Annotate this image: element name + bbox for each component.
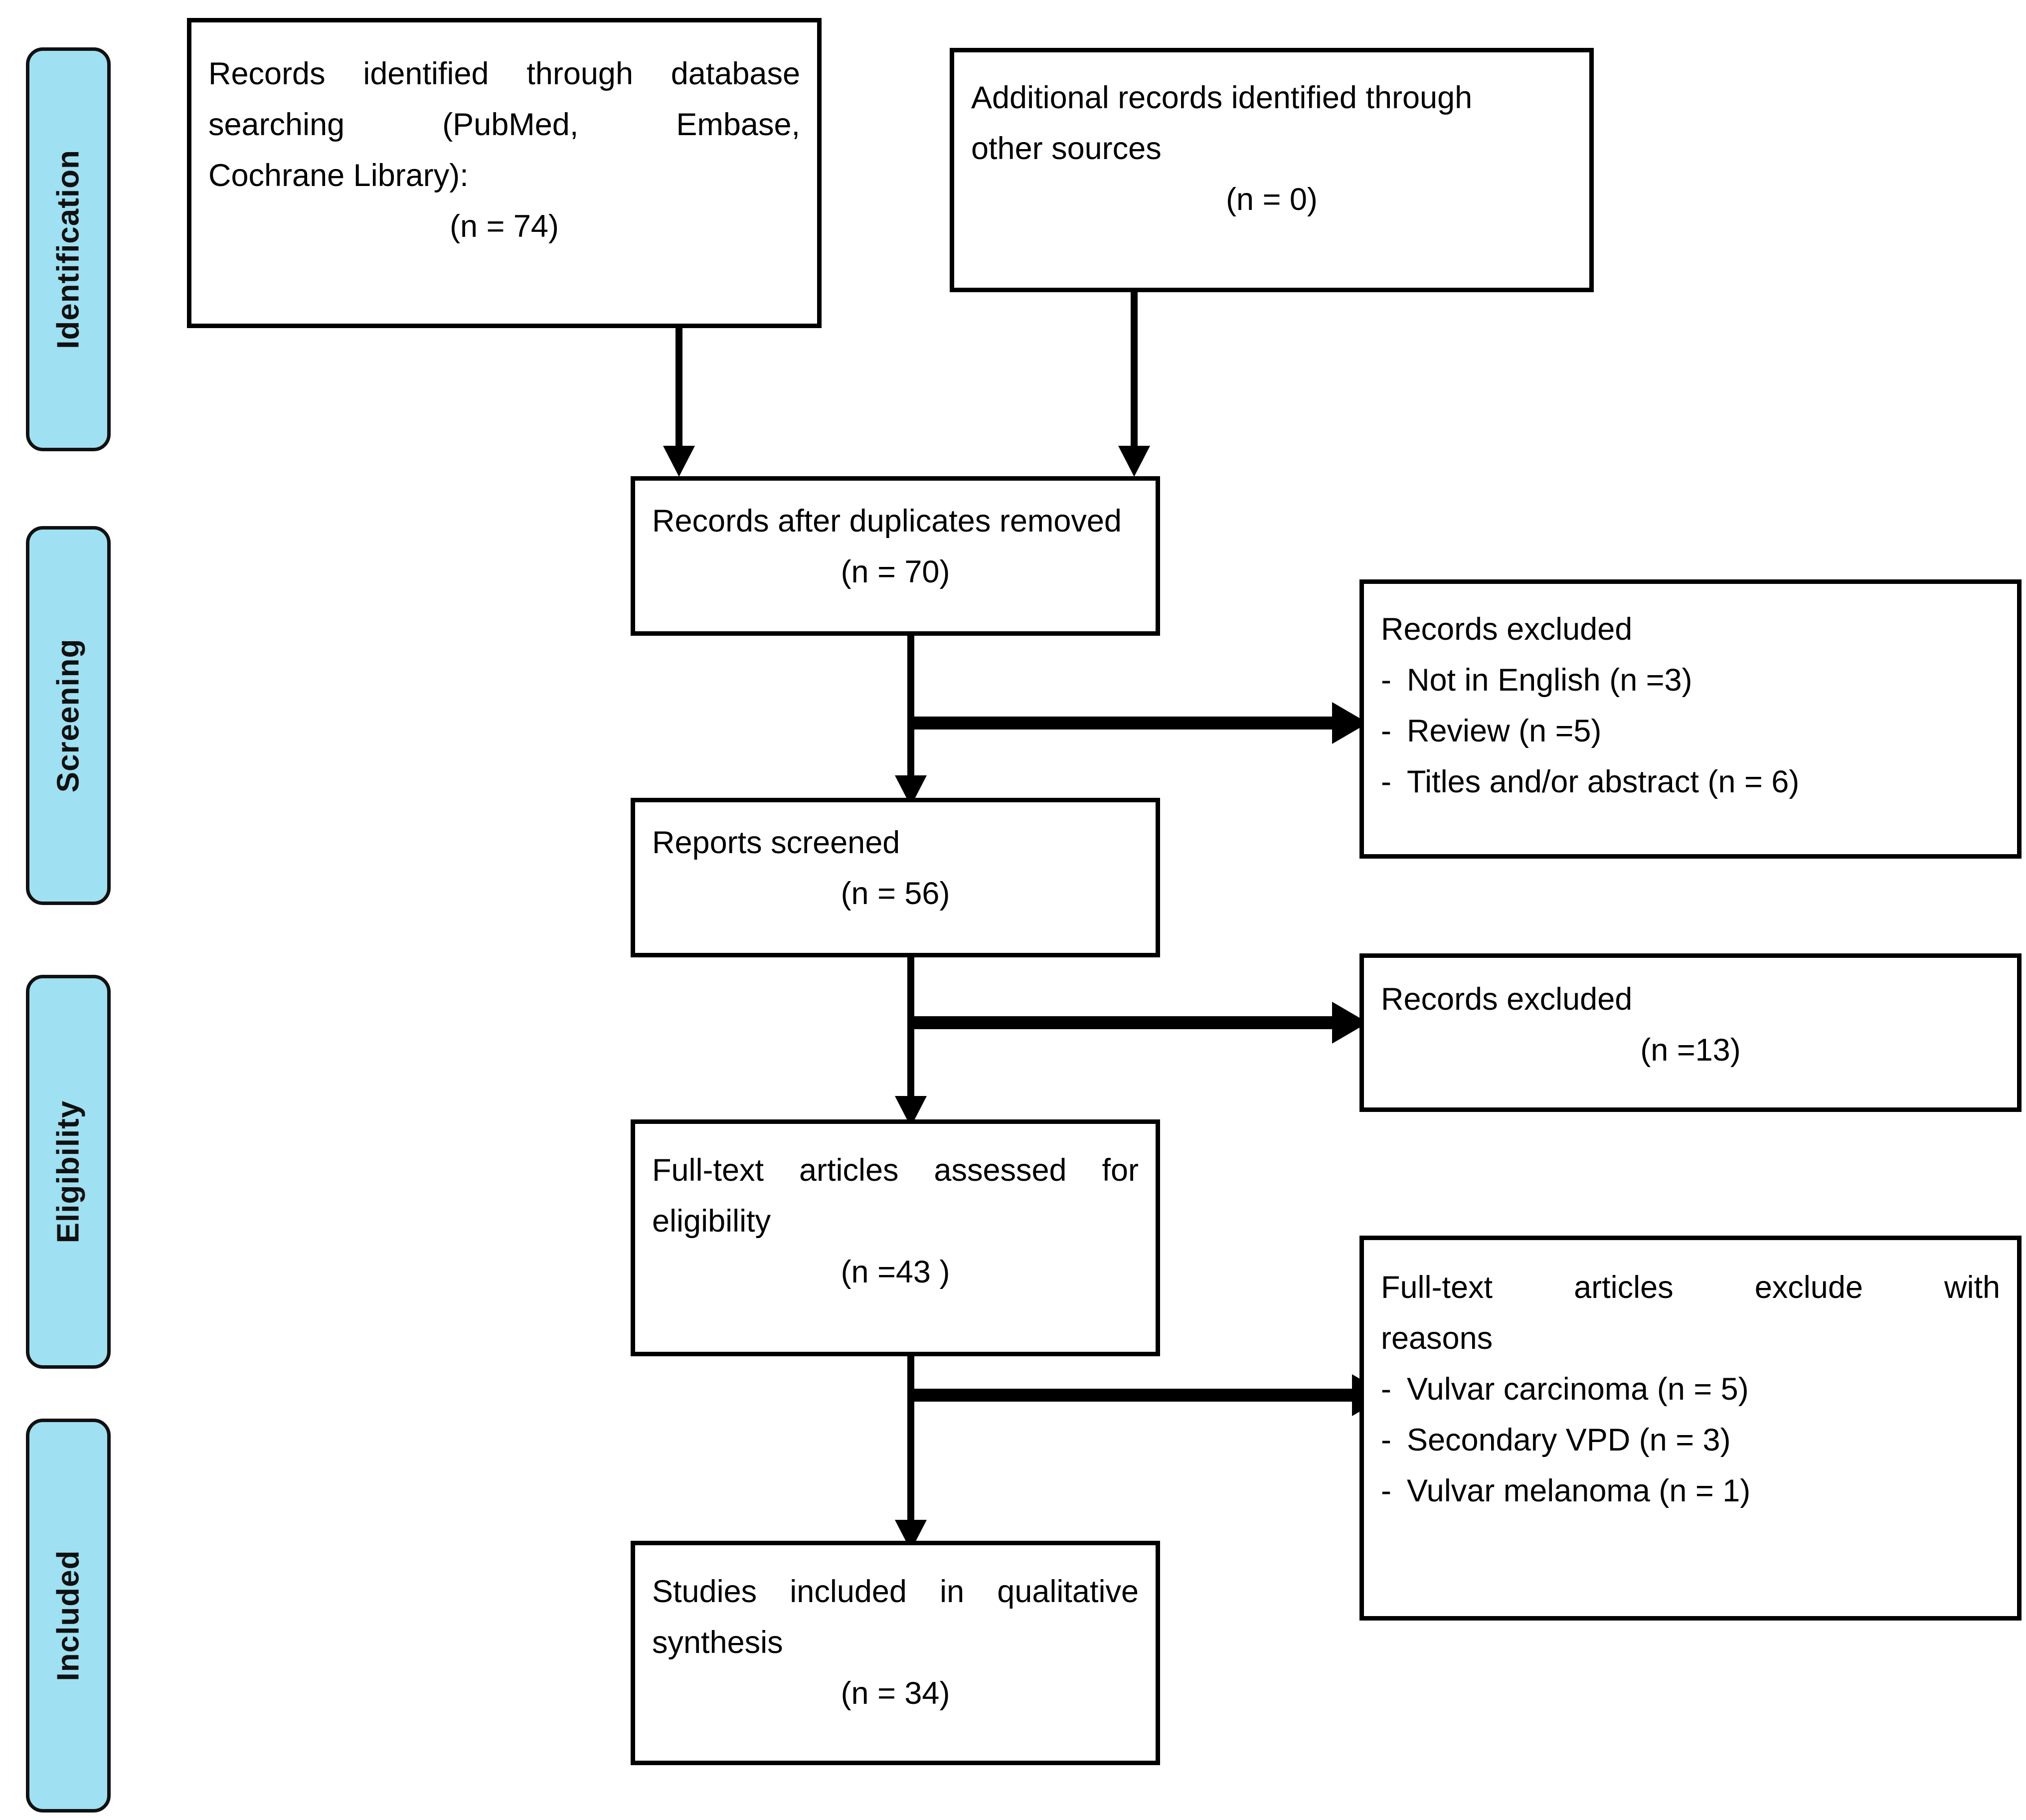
connector-duplicates-to-excluded bbox=[907, 717, 1336, 729]
fulltext-excluded-item-1: - Vulvar carcinoma (n = 5) bbox=[1381, 1364, 2000, 1415]
duplicates-removed-count: (n = 70) bbox=[841, 554, 950, 590]
bullet-dash-icon: - bbox=[1381, 663, 1391, 698]
database-records-line-2: searching (PubMed, Embase, bbox=[208, 107, 800, 143]
connector-reports-to-fulltext bbox=[907, 957, 914, 1117]
bullet-dash-icon: - bbox=[1381, 1473, 1391, 1509]
fulltext-excluded-line-1: Full-text articles exclude with bbox=[1381, 1270, 2000, 1305]
duplicates-removed-line-1: Records after duplicates removed bbox=[652, 504, 1122, 539]
stage-tab-eligibility-label: Eligibility bbox=[51, 1100, 86, 1244]
records-excluded-eligibility-title: Records excluded bbox=[1381, 982, 1633, 1017]
fulltext-assessed-line-2: eligibility bbox=[652, 1204, 771, 1239]
fulltext-excluded-line-2: reasons bbox=[1381, 1321, 1493, 1356]
connector-database-to-duplicates bbox=[675, 328, 682, 448]
reports-screened-count: (n = 56) bbox=[841, 876, 950, 911]
connector-fulltext-to-included bbox=[907, 1356, 914, 1541]
records-excluded-screening-item-3: - Titles and/or abstract (n = 6) bbox=[1381, 756, 2000, 807]
fulltext-assessed-count: (n =43 ) bbox=[841, 1255, 950, 1290]
bullet-dash-icon: - bbox=[1381, 764, 1391, 800]
other-records-line-2: other sources bbox=[971, 131, 1162, 167]
reports-screened-line-1: Reports screened bbox=[652, 825, 900, 860]
studies-included-line-2: synthesis bbox=[652, 1625, 783, 1660]
box-fulltext-assessed: Full-text articles assessed for eligibil… bbox=[631, 1119, 1160, 1356]
other-records-line-1: Additional records identified through bbox=[971, 80, 1473, 115]
box-reports-screened: Reports screened (n = 56) bbox=[631, 798, 1160, 957]
box-other-records: Additional records identified through ot… bbox=[950, 48, 1594, 292]
records-excluded-screening-item-2: - Review (n =5) bbox=[1381, 706, 2000, 756]
fulltext-excluded-item-1-label: Vulvar carcinoma (n = 5) bbox=[1407, 1372, 1749, 1407]
box-duplicates-removed: Records after duplicates removed (n = 70… bbox=[631, 476, 1160, 636]
stage-tab-included-label: Included bbox=[51, 1550, 86, 1681]
fulltext-excluded-item-3: - Vulvar melanoma (n = 1) bbox=[1381, 1465, 2000, 1516]
database-records-count: (n = 74) bbox=[450, 209, 559, 244]
stage-tab-screening: Screening bbox=[26, 526, 111, 905]
bullet-dash-icon: - bbox=[1381, 714, 1391, 749]
stage-tab-eligibility: Eligibility bbox=[26, 975, 111, 1369]
connector-other-to-duplicates bbox=[1131, 292, 1138, 448]
records-excluded-screening-item-1-label: Not in English (n =3) bbox=[1407, 663, 1692, 698]
fulltext-excluded-item-2: - Secondary VPD (n = 3) bbox=[1381, 1415, 2000, 1465]
box-records-excluded-screening: Records excluded - Not in English (n =3)… bbox=[1359, 579, 2022, 859]
studies-included-count: (n = 34) bbox=[841, 1676, 950, 1711]
fulltext-excluded-item-2-label: Secondary VPD (n = 3) bbox=[1407, 1423, 1731, 1458]
records-excluded-screening-item-3-label: Titles and/or abstract (n = 6) bbox=[1407, 764, 1800, 800]
connector-reports-to-excluded bbox=[907, 1016, 1336, 1029]
box-fulltext-excluded: Full-text articles exclude with reasons … bbox=[1359, 1236, 2022, 1621]
stage-tab-screening-label: Screening bbox=[51, 638, 86, 793]
connector-fulltext-to-excluded bbox=[907, 1389, 1356, 1402]
arrow-database-to-duplicates bbox=[663, 446, 695, 477]
bullet-dash-icon: - bbox=[1381, 1423, 1391, 1458]
stage-tab-identification: Identification bbox=[26, 47, 111, 451]
stage-tab-included: Included bbox=[26, 1419, 111, 1813]
connector-duplicates-to-reports bbox=[907, 636, 914, 795]
arrow-other-to-duplicates bbox=[1118, 446, 1150, 477]
records-excluded-screening-title: Records excluded bbox=[1381, 612, 1633, 647]
fulltext-assessed-line-1: Full-text articles assessed for bbox=[652, 1153, 1139, 1188]
other-records-count: (n = 0) bbox=[1226, 182, 1318, 217]
records-excluded-screening-item-2-label: Review (n =5) bbox=[1407, 714, 1602, 749]
box-studies-included: Studies included in qualitative synthesi… bbox=[631, 1541, 1160, 1765]
records-excluded-screening-item-1: - Not in English (n =3) bbox=[1381, 655, 2000, 706]
database-records-line-3: Cochrane Library): bbox=[208, 158, 469, 193]
fulltext-excluded-item-3-label: Vulvar melanoma (n = 1) bbox=[1407, 1473, 1751, 1509]
stage-tab-identification-label: Identification bbox=[51, 150, 86, 349]
records-excluded-eligibility-count: (n =13) bbox=[1640, 1033, 1741, 1068]
database-records-line-1: Records identified through database bbox=[208, 56, 800, 91]
box-database-records: Records identified through database sear… bbox=[187, 18, 822, 328]
box-records-excluded-eligibility: Records excluded (n =13) bbox=[1359, 953, 2022, 1112]
studies-included-line-1: Studies included in qualitative bbox=[652, 1574, 1139, 1609]
bullet-dash-icon: - bbox=[1381, 1372, 1391, 1407]
